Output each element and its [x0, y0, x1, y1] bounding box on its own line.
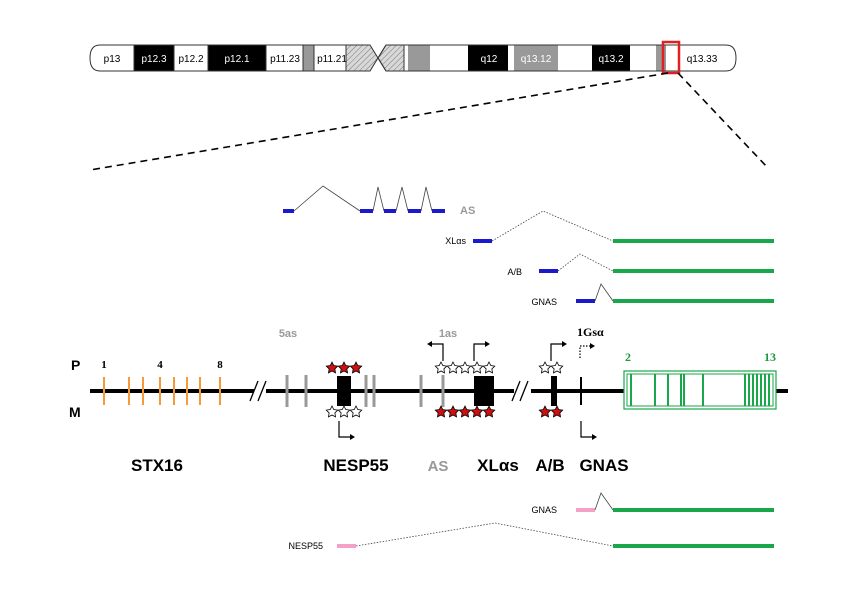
band-label-q13.2: q13.2 [598, 54, 623, 65]
band-q12-fill [468, 45, 508, 71]
band-p12.3-fill [134, 45, 174, 71]
chromosome-ideogram: p13 p12.3 p12.2 p12.1 p11.23 p11.21 q12 … [89, 40, 737, 75]
band-p12.1-fill [208, 45, 266, 71]
strand-label-maternal: M [69, 404, 81, 420]
label-1gsa: 1Gsα [577, 325, 604, 339]
gray-exons [285, 375, 445, 407]
band-label-q13.12: q13.12 [521, 54, 552, 65]
ab-transcript-label: A/B [507, 267, 522, 277]
nesp55-exon [337, 376, 351, 406]
label-1as: 1as [439, 328, 457, 340]
band-label-p12.1: p12.1 [224, 54, 249, 65]
paternal-promoter-arrows [432, 343, 562, 361]
q-arm-outline [377, 44, 737, 72]
zoom-lines [89, 72, 769, 171]
band-label-p12.3: p12.3 [141, 54, 166, 65]
maternal-promoter-arrows [338, 421, 592, 438]
band-label-q12: q12 [481, 54, 498, 65]
stx16-exon-4-label: 4 [157, 359, 163, 371]
highlight-box [661, 40, 681, 75]
axis-breaks [249, 380, 529, 402]
xlas-transcript: XLαs [445, 210, 774, 246]
locus-map: P M 1 4 8 5as 1as [69, 325, 788, 475]
gene-label-nesp55: NESP55 [323, 456, 388, 475]
paternal-methylation-stars [325, 361, 564, 374]
gnas-exon-13-label: 13 [764, 350, 776, 364]
band-label-p13: p13 [104, 54, 121, 65]
strand-label-paternal: P [71, 357, 80, 373]
gsa-dotted-arrow [579, 345, 590, 358]
stx16-exon-1-label: 1 [101, 359, 107, 371]
band-q13.12-fill [514, 45, 558, 71]
gnas-exons-2-13 [623, 370, 777, 410]
gene-label-stx16: STX16 [131, 456, 183, 475]
gene-label-gnas: GNAS [579, 456, 628, 475]
maternal-transcripts: GNAS NESP55 [288, 492, 774, 551]
gnas-transcript-paternal-label: GNAS [531, 297, 557, 307]
gene-label-xlas: XLαs [477, 456, 519, 475]
centromere [345, 44, 405, 72]
gnas-transcript-paternal: GNAS [531, 283, 774, 307]
band-label-p11.23: p11.23 [270, 54, 300, 65]
ab-exon [551, 376, 557, 406]
ab-transcript: A/B [507, 253, 774, 277]
label-5as: 5as [279, 328, 297, 340]
nesp55-transcript: NESP55 [288, 522, 774, 551]
gnas-transcript-maternal-label: GNAS [531, 505, 557, 515]
gnas-exon-2-label: 2 [625, 350, 631, 364]
band-label-q13.33: q13.33 [687, 54, 718, 65]
band-label-p12.2: p12.2 [178, 54, 203, 65]
xlas-exon [474, 376, 494, 406]
xlas-transcript-label: XLαs [445, 236, 466, 246]
band-gray-fill [303, 45, 314, 71]
gnas-transcript-maternal: GNAS [531, 492, 774, 515]
paternal-transcripts: AS XLαs A/B GNAS [283, 185, 774, 307]
gene-label-ab: A/B [535, 456, 564, 475]
as-transcript-label: AS [460, 205, 475, 217]
band-label-p11.21: p11.21 [317, 54, 347, 65]
maternal-methylation-stars [325, 405, 564, 418]
gene-label-as: AS [428, 458, 449, 475]
stx16-exons [103, 377, 221, 405]
band-q13.31-fill [656, 45, 666, 71]
band-q11-fill [408, 45, 430, 71]
band-q13.2-fill [592, 45, 630, 71]
as-transcript: AS [283, 185, 475, 217]
nesp55-transcript-label: NESP55 [288, 541, 323, 551]
stx16-exon-8-label: 8 [217, 359, 223, 371]
